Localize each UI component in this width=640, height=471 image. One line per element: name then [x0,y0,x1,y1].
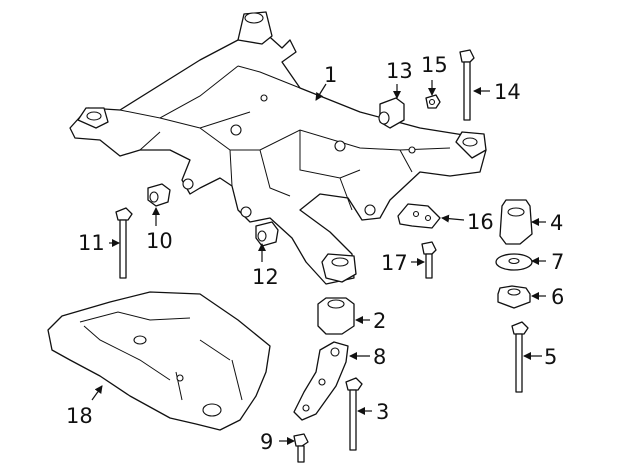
bushing-13 [378,97,405,129]
bushing-12 [255,221,279,247]
callout-1: 1 [324,63,337,87]
callout-12: 12 [252,265,279,289]
bolt-5 [511,321,529,393]
mount-4 [499,199,533,245]
bolt-14 [459,49,475,121]
bolt-9 [293,433,309,463]
bracket-16 [397,203,441,229]
callout-13: 13 [386,59,413,83]
callout-4: 4 [550,211,563,235]
callout-10: 10 [146,229,173,253]
subframe-crossmember [69,11,487,285]
callout-7: 7 [551,250,564,274]
bump-stop-6 [497,285,531,309]
callout-8: 8 [373,345,386,369]
mount-2 [317,297,355,335]
underbody-shield-18 [47,291,271,431]
bracket-8 [293,341,349,421]
callout-3: 3 [376,400,389,424]
callout-labels: 1 13 15 14 10 11 12 16 4 17 7 6 2 8 5 3 … [66,53,564,454]
callout-2: 2 [373,309,386,333]
callout-11: 11 [78,231,105,255]
callout-17: 17 [381,251,408,275]
callout-16: 16 [467,210,494,234]
callout-18: 18 [66,404,93,428]
callout-5: 5 [544,345,557,369]
bolt-3 [345,377,363,451]
bolt-11 [115,207,133,279]
callout-6: 6 [551,285,564,309]
callout-14: 14 [494,80,521,104]
callout-15: 15 [421,53,448,77]
callout-9: 9 [260,430,273,454]
nut-15 [425,94,441,109]
washer-7 [495,253,533,271]
bushing-10 [147,183,171,207]
bolt-17 [421,241,437,279]
leader-arrows [91,80,546,445]
